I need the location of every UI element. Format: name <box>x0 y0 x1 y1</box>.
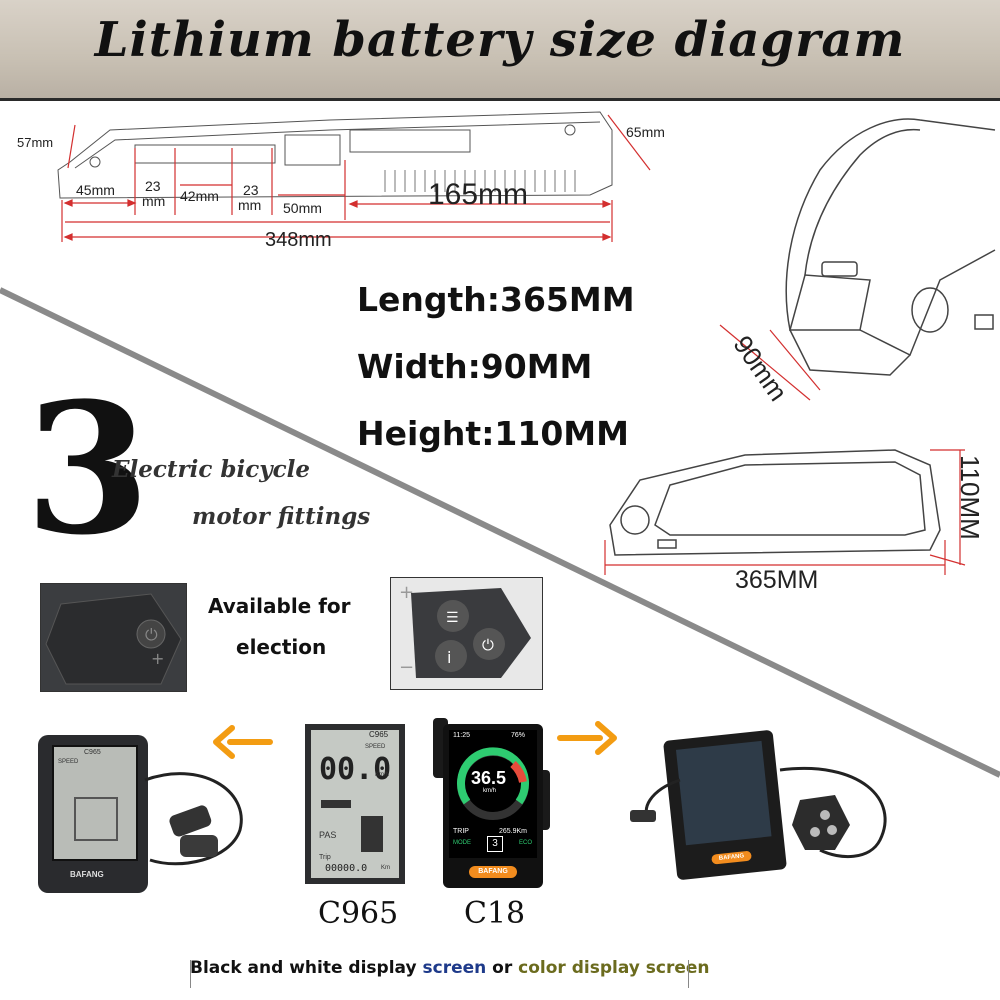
device-right-cable <box>630 767 887 859</box>
dim-65mm: 65mm <box>626 124 665 140</box>
bottom-part4: color display screen <box>518 958 710 978</box>
c965-level-digit <box>361 816 383 852</box>
spec-width: Width:90MM <box>357 347 593 386</box>
c965-trip: Trip <box>319 854 331 861</box>
c965-pas: PAS <box>319 830 337 840</box>
c18-speed: 36.5 <box>471 768 507 788</box>
c18-eco-label: ECO <box>519 840 533 846</box>
c18-time: 11:25 <box>453 732 470 739</box>
battery-base-drawing <box>57 111 651 242</box>
title-banner <box>0 0 1000 101</box>
fittings-number: 3 <box>25 364 151 575</box>
available-line2: election <box>236 635 327 659</box>
bottom-part3: or <box>486 958 519 978</box>
spec-height: Height:110MM <box>357 414 629 453</box>
c18-mode-label: MODE <box>453 840 471 846</box>
battery-side-drawing <box>604 449 966 575</box>
device-left-brand: BAFANG <box>70 870 104 879</box>
dim-365mm: 365MM <box>735 566 819 594</box>
c18-trip-value: 265.9Km <box>499 828 528 835</box>
bottom-left-rule <box>190 960 191 988</box>
svg-text:⏻: ⏻ <box>482 636 494 654</box>
fittings-line2: motor fittings <box>192 503 371 530</box>
battery-perspective-drawing <box>719 118 996 401</box>
display-c18-screen: 11:25 76% 36.5 km/h TRIP 265.9Km MODE 3 … <box>449 730 537 858</box>
device-left-cable <box>144 772 243 866</box>
svg-text:−: − <box>399 657 414 678</box>
svg-text:+: + <box>399 582 414 603</box>
device-left-screen: C965 SPEED <box>52 745 138 861</box>
bottom-part1: Black and white display <box>190 958 423 978</box>
c965-unit: Km/h <box>375 772 390 778</box>
caption-c18: C18 <box>464 896 526 931</box>
svg-text:☰: ☰ <box>446 610 459 626</box>
c18-unit: km/h <box>483 788 497 794</box>
c18-battery: 76% <box>511 732 526 739</box>
dim-23mm-a-unit: mm <box>142 193 166 209</box>
dim-42mm: 42mm <box>180 188 219 204</box>
device-left-model: C965 <box>84 749 101 756</box>
display-c965-screen: C965 SPEED 00.0 Km/h PAS Trip 00000.0 Km <box>311 730 399 878</box>
arrow-left-icon <box>213 725 273 759</box>
arrow-right-icon <box>557 721 617 755</box>
device-left-speed: SPEED <box>58 759 79 765</box>
caption-c965: C965 <box>318 896 399 931</box>
control-pad-photo-right: ☰ i ⏻ + − <box>390 577 543 690</box>
c965-model: C965 <box>369 730 389 739</box>
bottom-caption: Black and white display screen or color … <box>190 958 710 978</box>
dim-45mm: 45mm <box>76 182 115 198</box>
c965-odo: 00000.0 <box>325 863 368 874</box>
dim-50mm: 50mm <box>283 200 322 216</box>
svg-text:i: i <box>447 648 451 667</box>
c965-digits: 00.0 <box>319 752 392 787</box>
c965-odo-unit: Km <box>381 865 390 871</box>
control-pad-photo-left: ⏻ + <box>40 583 187 692</box>
device-c965-left: C965 SPEED BAFANG <box>38 735 148 893</box>
bottom-right-rule <box>688 960 689 988</box>
dim-23mm-b-number: 23 <box>243 182 259 198</box>
bottom-part2: screen <box>422 958 487 978</box>
c965-battery-bar <box>321 800 351 808</box>
c18-trip-label: TRIP <box>453 828 469 835</box>
available-line1: Available for <box>208 594 351 618</box>
display-c18: 11:25 76% 36.5 km/h TRIP 265.9Km MODE 3 … <box>443 724 543 888</box>
dim-23mm-a-number: 23 <box>145 178 161 194</box>
svg-text:+: + <box>151 649 164 668</box>
dim-57mm: 57mm <box>17 135 54 150</box>
dim-23mm-b-unit: mm <box>238 197 262 213</box>
c18-speedometer <box>457 747 529 820</box>
c18-brand: BAFANG <box>469 866 517 878</box>
fittings-line1: Electric bicycle <box>112 456 310 483</box>
svg-text:⏻: ⏻ <box>145 625 158 644</box>
dim-165mm: 165mm <box>428 178 529 211</box>
display-c965: C965 SPEED 00.0 Km/h PAS Trip 00000.0 Km <box>305 724 405 884</box>
device-left-segment <box>74 797 118 841</box>
c18-level: 3 <box>487 836 503 852</box>
page-title: Lithium battery size diagram <box>94 12 906 68</box>
c965-speed-label: SPEED <box>365 744 386 750</box>
dim-110mm: 110MM <box>955 455 985 540</box>
spec-length: Length:365MM <box>357 280 635 319</box>
dim-348mm: 348mm <box>265 229 332 251</box>
